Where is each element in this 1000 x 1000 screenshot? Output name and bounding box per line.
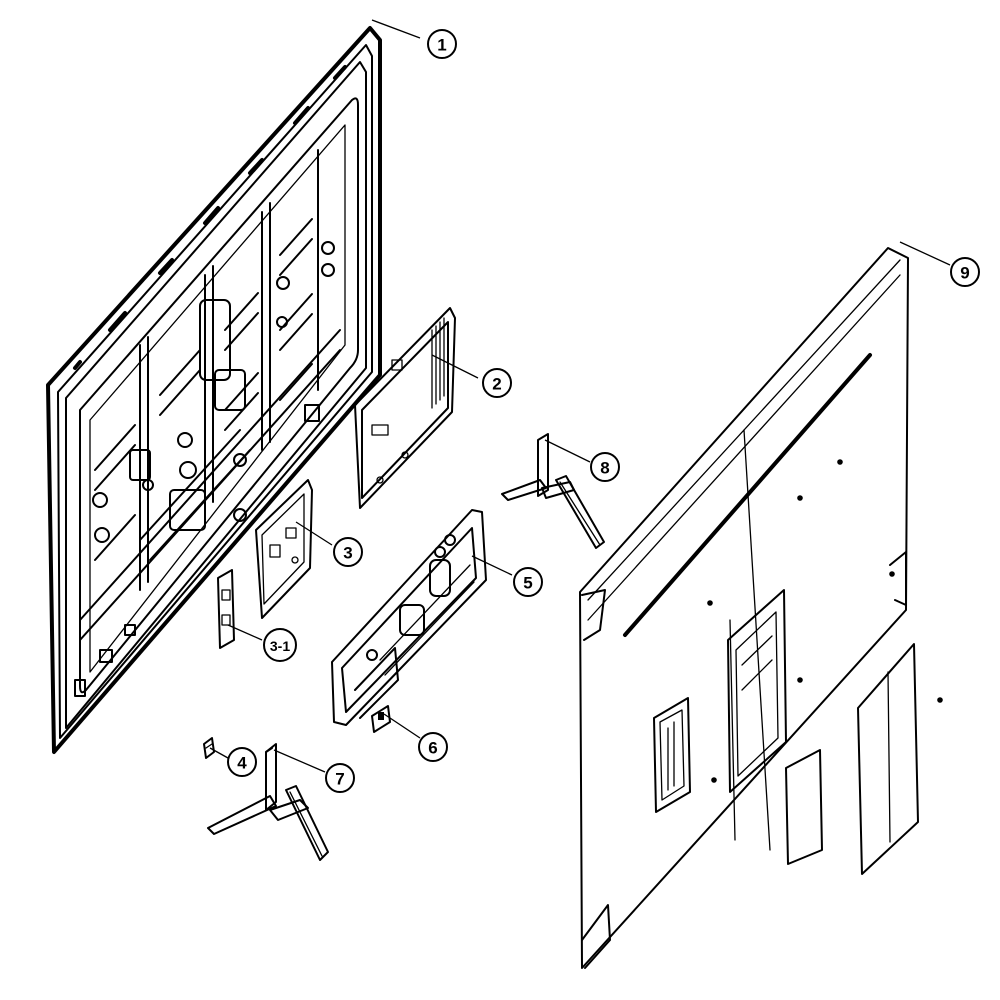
callout-5: 5 [513,567,543,597]
callout-2: 2 [482,368,512,398]
callout-3-1: 3-1 [263,628,297,662]
callout-label: 9 [960,264,969,283]
callout-label: 3 [343,544,352,563]
callout-4: 4 [227,747,257,777]
callout-label: 2 [492,375,501,394]
part-8-stand-right [501,433,605,549]
part-3-1-small-board [217,569,235,649]
callout-label: 1 [437,36,446,55]
callout-7: 7 [325,763,355,793]
leader-lines [209,19,951,773]
callout-label: 4 [237,754,247,773]
callout-label: 6 [428,739,437,758]
part-3-power-board [255,479,313,619]
callout-label: 5 [523,574,532,593]
callout-label: 3-1 [270,638,290,654]
part-9-rear-cover [579,247,943,969]
callout-1: 1 [427,29,457,59]
part-6-bracket [371,705,391,733]
callout-label: 8 [600,459,609,478]
callout-label: 7 [335,770,344,789]
callout-3: 3 [333,537,363,567]
part-4-clip [203,737,215,759]
callout-9: 9 [950,257,980,287]
part-2-main-board [354,307,456,509]
callout-8: 8 [590,452,620,482]
part-7-stand-left [207,743,329,861]
part-5-bracket [331,509,487,726]
callout-6: 6 [418,732,448,762]
part-1-panel-frame [46,26,382,754]
